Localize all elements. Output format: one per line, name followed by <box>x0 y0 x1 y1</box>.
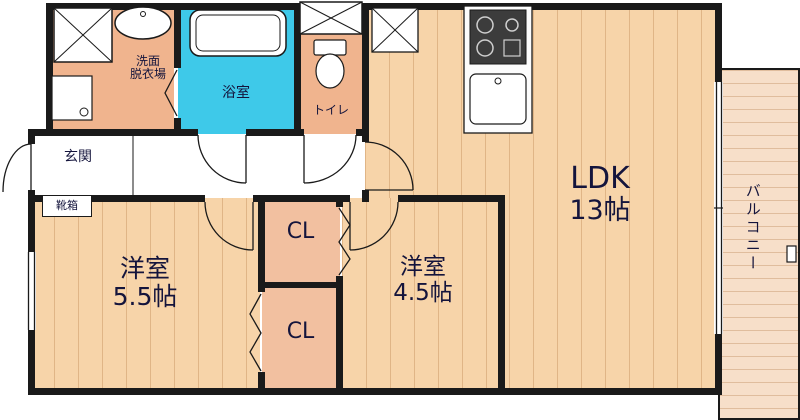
drain-icon <box>79 107 89 117</box>
wall-segment <box>28 195 205 202</box>
burner-icon <box>505 18 519 32</box>
wall-segment <box>258 195 265 292</box>
ldk-door-arc <box>364 141 414 191</box>
wall-segment <box>715 334 722 395</box>
washroom-label-line1: 洗面 <box>135 54 160 68</box>
wall-segment <box>28 129 35 144</box>
wall-segment <box>362 3 369 142</box>
bathtub-inner-icon <box>195 14 281 52</box>
wall-segment <box>258 282 343 288</box>
balcony-drain-icon <box>786 245 797 263</box>
bath-folding-door <box>164 69 178 117</box>
balcony-floor <box>718 68 800 420</box>
walls <box>28 3 722 395</box>
washroom-label-line2: 脱衣場 <box>129 67 166 82</box>
bedroom2-name: 洋室 <box>400 254 446 280</box>
kitchen-faucet-icon <box>494 77 502 85</box>
washer-pan-icon <box>51 75 93 121</box>
balcony-label: バルコニー <box>743 183 762 273</box>
room-label-bedroom2: 洋室 4.5帖 <box>352 254 494 307</box>
bedroom1-floor <box>30 198 260 390</box>
wall-segment <box>253 195 350 202</box>
wall-segment <box>28 330 35 395</box>
grill-icon <box>503 39 521 57</box>
bedroom1-size: 5.5帖 <box>112 282 178 311</box>
wall-segment <box>398 195 505 202</box>
wall-segment <box>46 129 198 136</box>
washroom-door-arc <box>197 134 247 184</box>
wall-segment <box>28 129 53 136</box>
bedroom2-size: 4.5帖 <box>393 279 453 306</box>
ldk-name: LDK <box>570 161 630 196</box>
room-label-toilet: トイレ <box>312 103 349 117</box>
toilet-bowl-icon <box>315 53 345 89</box>
wall-segment <box>498 195 505 395</box>
toilet-tank-icon <box>313 39 347 56</box>
wall-segment <box>362 190 369 202</box>
storage-cross-icon <box>299 1 363 35</box>
toilet-door-arc <box>303 134 357 184</box>
wall-segment <box>46 3 718 10</box>
wall-segment <box>174 3 181 68</box>
washing-machine-cross-icon <box>53 7 113 63</box>
window-west <box>26 252 36 330</box>
refrigerator-cross-icon <box>371 7 419 53</box>
closet-lower-label: CL <box>286 319 315 344</box>
burner-icon <box>476 16 494 34</box>
wall-segment <box>28 388 722 395</box>
room-label-entrance: 玄関 <box>64 149 92 165</box>
vanity-sink-icon <box>114 6 172 40</box>
closet-upper-folding-door <box>338 207 351 276</box>
ldk-size: 13帖 <box>569 194 631 226</box>
wall-segment <box>258 372 265 395</box>
wall-segment <box>246 129 304 136</box>
bedroom2-floor <box>342 198 500 390</box>
windows <box>26 82 723 334</box>
entrance-door-arc <box>2 143 32 193</box>
shoebox: 靴箱 <box>42 195 92 217</box>
bedroom1-name: 洋室 <box>119 254 170 283</box>
wall-segment <box>336 276 343 395</box>
closet-floor <box>262 198 340 390</box>
wall-segment <box>46 3 53 135</box>
doors <box>2 69 414 372</box>
closet-upper-label: CL <box>286 219 315 244</box>
wall-segment <box>28 195 35 252</box>
room-label-washroom: 洗面 脱衣場 <box>116 54 180 82</box>
kitchen-sink-icon <box>469 73 527 125</box>
faucet-icon <box>140 11 146 17</box>
room-label-bath: 浴室 <box>222 85 250 101</box>
closet-lower-folding-door <box>249 293 262 372</box>
burner-icon <box>476 39 494 57</box>
wall-segment <box>715 3 722 82</box>
bathtub-icon <box>189 9 287 57</box>
wall-segment <box>294 3 301 136</box>
bedroom2-door-arc <box>349 201 399 251</box>
room-label-ldk: LDK 13帖 <box>510 162 690 226</box>
wall-segment <box>174 118 181 136</box>
fixtures <box>51 1 797 263</box>
room-label-bedroom1: 洋室 5.5帖 <box>55 255 235 311</box>
bedroom1-door-arc <box>204 201 254 251</box>
wall-segment <box>336 195 343 207</box>
